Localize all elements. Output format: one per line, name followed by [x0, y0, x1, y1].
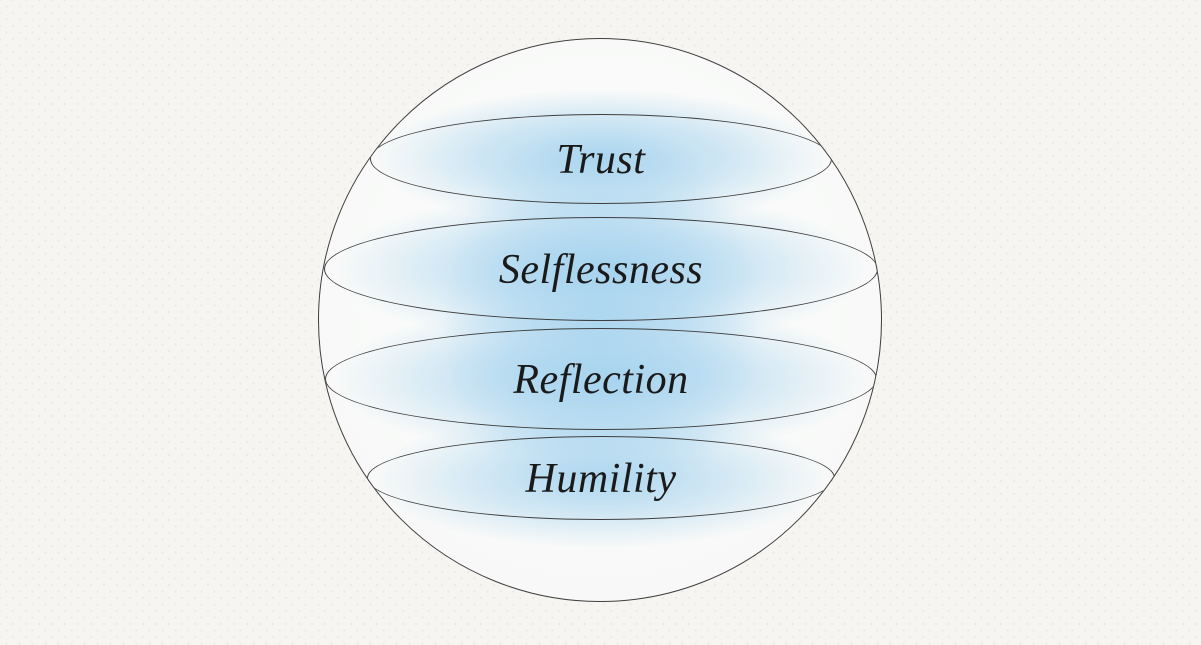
layer-ellipse-selflessness: Selflessness [324, 217, 878, 321]
layer-ellipse-humility: Humility [367, 436, 835, 520]
layer-label-trust: Trust [556, 137, 646, 183]
layer-label-reflection: Reflection [513, 357, 689, 403]
layer-ellipse-trust: Trust [370, 114, 832, 204]
layer-ellipse-reflection: Reflection [325, 328, 877, 430]
layer-label-humility: Humility [525, 456, 677, 502]
layer-label-selflessness: Selflessness [498, 247, 704, 293]
sphere-circle: Trust Selflessness Reflection Humility [318, 38, 882, 602]
